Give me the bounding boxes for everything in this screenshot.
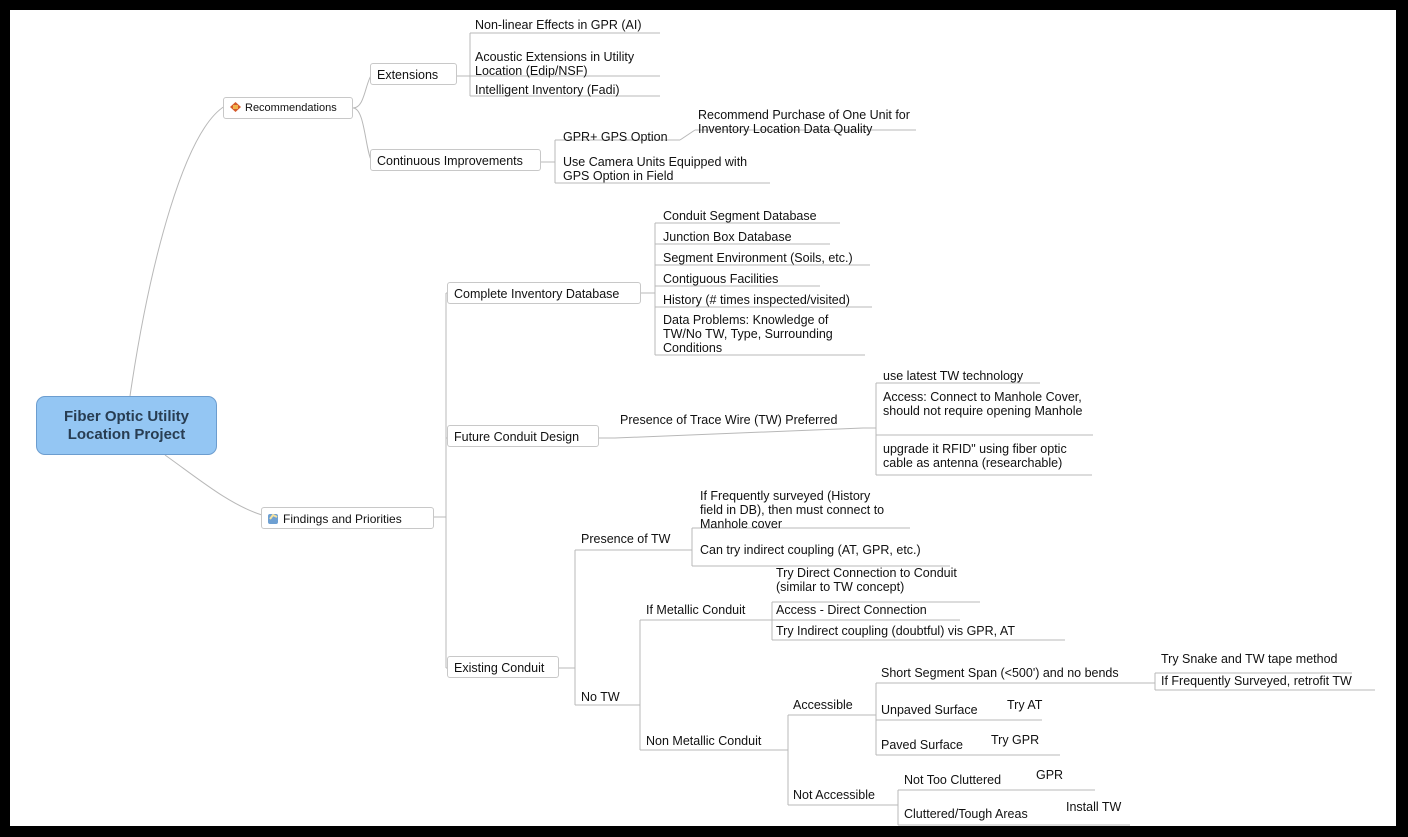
existing-conduit-topic[interactable]: Existing Conduit	[447, 656, 559, 678]
gpr-label: GPR	[1036, 768, 1064, 782]
findings-icon	[268, 513, 279, 524]
upgrade-rfid-topic[interactable]: upgrade it RFID" using fiber optic cable…	[883, 442, 1093, 470]
use-camera-label: Use Camera Units Equipped with GPS Optio…	[563, 155, 748, 183]
gprgps-topic[interactable]: GPR+ GPS Option	[563, 130, 668, 144]
extensions-label: Extensions	[377, 68, 439, 82]
upgrade-rfid-label: upgrade it RFID" using fiber optic cable…	[883, 442, 1067, 470]
junction-box-label: Junction Box Database	[663, 230, 792, 244]
future-conduit-label: Future Conduit Design	[454, 430, 580, 444]
try-snake-topic[interactable]: Try Snake and TW tape method	[1161, 652, 1337, 666]
access-connect-topic[interactable]: Access: Connect to Manhole Cover, should…	[883, 390, 1093, 418]
use-latest-label: use latest TW technology	[883, 369, 1024, 383]
presence-tw-preferred-topic[interactable]: Presence of Trace Wire (TW) Preferred	[620, 413, 837, 427]
non-metallic-label: Non Metallic Conduit	[646, 734, 762, 748]
cluttered-label: Cluttered/Tough Areas	[904, 807, 1028, 821]
recommend-purchase-label: Recommend Purchase of One Unit for Inven…	[698, 108, 910, 136]
segment-env-topic[interactable]: Segment Environment (Soils, etc.)	[663, 251, 853, 265]
continuous-label: Continuous Improvements	[377, 154, 523, 168]
try-indirect-doubtful-topic[interactable]: Try Indirect coupling (doubtful) vis GPR…	[776, 624, 1015, 638]
access-direct-label: Access - Direct Connection	[776, 603, 927, 617]
install-tw-label: Install TW	[1066, 800, 1122, 814]
not-accessible-topic[interactable]: Not Accessible	[793, 788, 875, 802]
future-conduit-topic[interactable]: Future Conduit Design	[447, 425, 599, 447]
paved-label: Paved Surface	[881, 738, 963, 752]
cluttered-topic[interactable]: Cluttered/Tough Areas	[904, 807, 1028, 821]
acoustic-label: Acoustic Extensions in Utility Location …	[475, 50, 635, 78]
nonlinear-topic[interactable]: Non-linear Effects in GPR (AI)	[475, 18, 642, 32]
paved-topic[interactable]: Paved Surface	[881, 738, 963, 752]
connector-lines	[129, 32, 1375, 826]
retrofit-tw-topic[interactable]: If Frequently Surveyed, retrofit TW	[1161, 674, 1352, 688]
access-direct-topic[interactable]: Access - Direct Connection	[776, 603, 927, 617]
intelligent-topic[interactable]: Intelligent Inventory (Fadi)	[475, 83, 620, 97]
accessible-topic[interactable]: Accessible	[793, 698, 853, 712]
segment-env-label: Segment Environment (Soils, etc.)	[663, 251, 853, 265]
data-problems-topic[interactable]: Data Problems: Knowledge of TW/No TW, Ty…	[663, 313, 868, 355]
use-camera-topic[interactable]: Use Camera Units Equipped with GPS Optio…	[563, 155, 763, 183]
install-tw-topic[interactable]: Install TW	[1066, 800, 1121, 814]
recommendations-icon	[230, 102, 241, 112]
recommendations-topic[interactable]: Recommendations	[223, 97, 353, 119]
complete-inventory-label: Complete Inventory Database	[454, 287, 620, 301]
if-frequently-topic[interactable]: If Frequently surveyed (History field in…	[700, 489, 895, 531]
accessible-label: Accessible	[793, 698, 853, 712]
continuous-topic[interactable]: Continuous Improvements	[370, 149, 541, 171]
mind-map-canvas: Fiber Optic Utility Location Project Rec…	[10, 10, 1396, 826]
if-metallic-label: If Metallic Conduit	[646, 603, 746, 617]
contiguous-label: Contiguous Facilities	[663, 272, 779, 286]
contiguous-topic[interactable]: Contiguous Facilities	[663, 272, 778, 286]
gpr-topic[interactable]: GPR	[1036, 768, 1063, 782]
try-at-topic[interactable]: Try AT	[1007, 698, 1042, 712]
conduit-segment-topic[interactable]: Conduit Segment Database	[663, 209, 817, 223]
findings-label: Findings and Priorities	[283, 512, 402, 526]
acoustic-topic[interactable]: Acoustic Extensions in Utility Location …	[475, 50, 660, 78]
recommend-purchase-topic[interactable]: Recommend Purchase of One Unit for Inven…	[698, 108, 913, 136]
presence-tw-preferred-label: Presence of Trace Wire (TW) Preferred	[620, 413, 838, 427]
conduit-segment-label: Conduit Segment Database	[663, 209, 817, 223]
recommendations-label: Recommendations	[245, 102, 337, 114]
history-label: History (# times inspected/visited)	[663, 293, 850, 307]
unpaved-label: Unpaved Surface	[881, 703, 978, 717]
try-indirect-doubtful-label: Try Indirect coupling (doubtful) vis GPR…	[776, 624, 1015, 638]
unpaved-topic[interactable]: Unpaved Surface	[881, 703, 978, 717]
intelligent-label: Intelligent Inventory (Fadi)	[475, 83, 620, 97]
no-tw-label: No TW	[581, 690, 620, 704]
if-metallic-topic[interactable]: If Metallic Conduit	[646, 603, 745, 617]
try-gpr-topic[interactable]: Try GPR	[991, 733, 1039, 747]
complete-inventory-topic[interactable]: Complete Inventory Database	[447, 282, 641, 304]
non-metallic-topic[interactable]: Non Metallic Conduit	[646, 734, 761, 748]
try-at-label: Try AT	[1007, 698, 1043, 712]
extensions-topic[interactable]: Extensions	[370, 63, 457, 85]
short-segment-label: Short Segment Span (<500') and no bends	[881, 666, 1119, 680]
data-problems-label: Data Problems: Knowledge of TW/No TW, Ty…	[663, 313, 833, 355]
try-direct-topic[interactable]: Try Direct Connection to Conduit (simila…	[776, 566, 986, 594]
root-topic-label: Fiber Optic Utility Location Project	[63, 407, 189, 443]
access-connect-label: Access: Connect to Manhole Cover, should…	[883, 390, 1083, 418]
junction-box-topic[interactable]: Junction Box Database	[663, 230, 792, 244]
can-try-indirect-label: Can try indirect coupling (AT, GPR, etc.…	[700, 543, 921, 557]
nonlinear-label: Non-linear Effects in GPR (AI)	[475, 18, 642, 32]
existing-conduit-label: Existing Conduit	[454, 661, 545, 675]
retrofit-tw-label: If Frequently Surveyed, retrofit TW	[1161, 674, 1352, 688]
not-accessible-label: Not Accessible	[793, 788, 875, 802]
root-topic[interactable]: Fiber Optic Utility Location Project	[36, 396, 217, 455]
can-try-indirect-topic[interactable]: Can try indirect coupling (AT, GPR, etc.…	[700, 543, 921, 557]
try-snake-label: Try Snake and TW tape method	[1161, 652, 1338, 666]
try-gpr-label: Try GPR	[991, 733, 1040, 747]
no-tw-topic[interactable]: No TW	[581, 690, 620, 704]
gprgps-label: GPR+ GPS Option	[563, 130, 668, 144]
history-topic[interactable]: History (# times inspected/visited)	[663, 293, 850, 307]
try-direct-label: Try Direct Connection to Conduit (simila…	[776, 566, 957, 594]
if-frequently-label: If Frequently surveyed (History field in…	[700, 489, 885, 531]
presence-tw-label: Presence of TW	[581, 532, 671, 546]
not-too-cluttered-label: Not Too Cluttered	[904, 773, 1002, 787]
presence-tw-topic[interactable]: Presence of TW	[581, 532, 670, 546]
short-segment-topic[interactable]: Short Segment Span (<500') and no bends	[881, 666, 1119, 680]
findings-topic[interactable]: Findings and Priorities	[261, 507, 434, 529]
not-too-cluttered-topic[interactable]: Not Too Cluttered	[904, 773, 1001, 787]
use-latest-topic[interactable]: use latest TW technology	[883, 369, 1023, 383]
